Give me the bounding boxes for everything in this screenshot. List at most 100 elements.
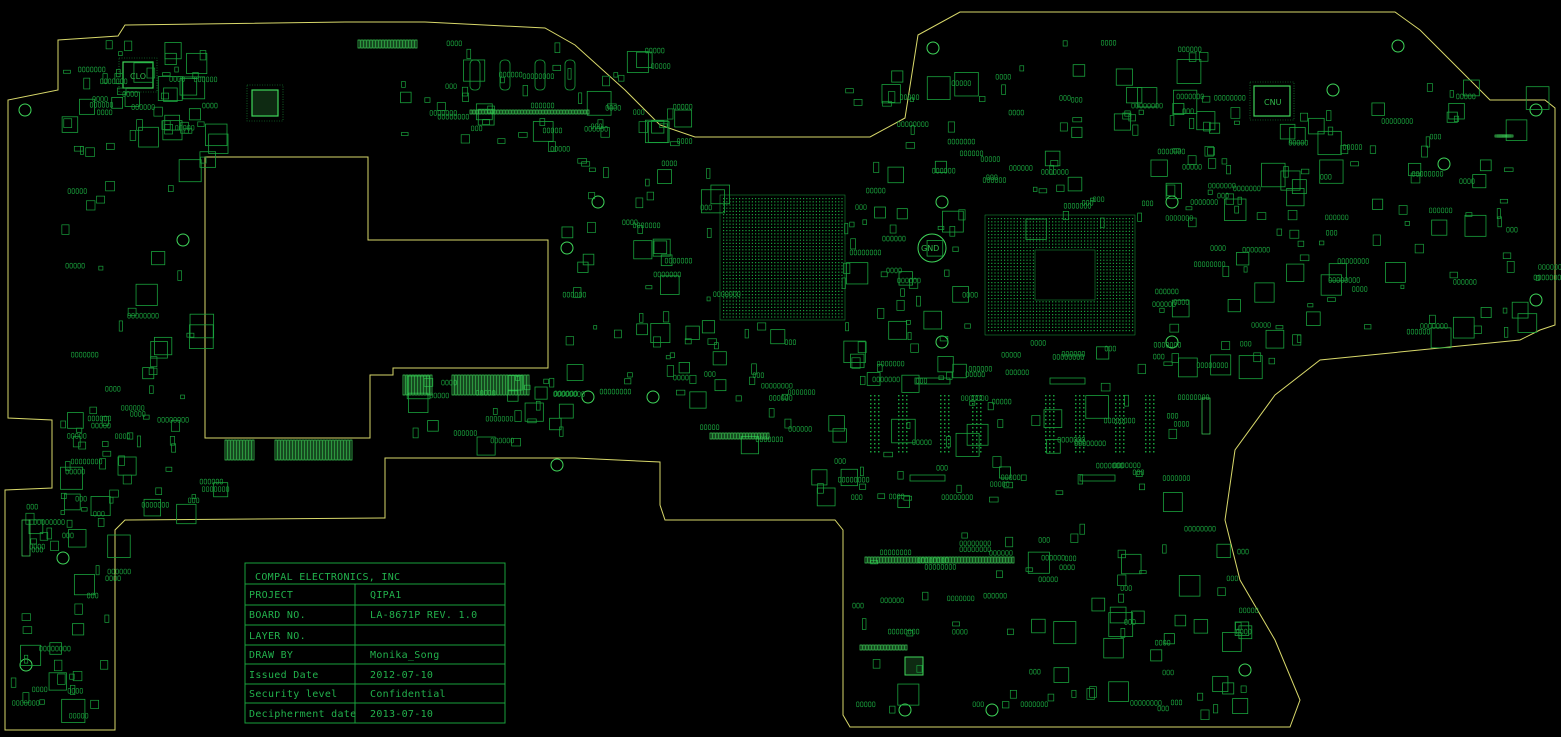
capacitor-row — [1190, 199, 1194, 205]
bga-pad — [1042, 317, 1044, 319]
bga-pad — [1023, 282, 1025, 284]
smd-component — [1072, 117, 1083, 123]
bga-pad — [1106, 227, 1108, 229]
capacitor-row — [959, 138, 963, 145]
mounting-hole — [1437, 157, 1451, 171]
bga-pad — [988, 294, 990, 296]
bga-pad — [1048, 326, 1050, 328]
bga-pad — [790, 284, 792, 286]
bga-pad — [1100, 234, 1102, 236]
bga-pad — [1026, 298, 1028, 300]
bga-pad — [835, 252, 837, 254]
bga-pad — [1007, 310, 1009, 312]
smd-component — [1234, 205, 1240, 214]
capacitor-row — [113, 386, 117, 392]
bga-pad — [1029, 243, 1031, 245]
capacitor-row — [1182, 475, 1186, 481]
bga-pad — [825, 313, 827, 315]
ic-footprint — [1222, 632, 1242, 652]
capacitor-row — [963, 150, 968, 157]
capacitor-row — [1554, 264, 1558, 270]
bga-pad — [783, 297, 785, 299]
bga-pad — [764, 239, 766, 241]
bga-pad — [1000, 307, 1002, 309]
bga-pad — [1007, 221, 1009, 223]
bga-pad — [751, 214, 753, 216]
capacitor-row — [1061, 436, 1065, 443]
bga-pad — [997, 330, 999, 332]
bga-pad — [1058, 323, 1060, 325]
bga-pad — [825, 204, 827, 206]
bga-pad — [828, 249, 830, 251]
bga-pad — [764, 214, 766, 216]
capacitor-row — [1063, 203, 1067, 209]
capacitor-row — [689, 103, 693, 110]
capacitor-row — [771, 436, 775, 443]
bga-pad — [729, 262, 731, 264]
bga-pad — [1007, 304, 1009, 306]
bga-pad — [988, 253, 990, 255]
bga-pad — [991, 323, 993, 325]
capacitor-row — [83, 351, 87, 358]
bga-pad — [1000, 320, 1002, 322]
bga-pad — [1106, 240, 1108, 242]
bga-pad — [1125, 314, 1127, 316]
bga-pad — [726, 236, 728, 238]
smd-component — [1124, 394, 1129, 407]
bga-pad — [1125, 237, 1127, 239]
bga-pad — [774, 220, 776, 222]
bga-pad — [809, 290, 811, 292]
bga-pad — [1106, 234, 1108, 236]
capacitor-row — [1142, 700, 1146, 706]
bga-pad — [774, 287, 776, 289]
bga-pad — [726, 201, 728, 203]
bga-pad — [745, 265, 747, 267]
bga-pad — [841, 217, 843, 219]
capacitor-row — [1013, 369, 1017, 376]
smd-component — [98, 265, 104, 271]
bga-pad — [1106, 307, 1108, 309]
ic-footprint — [1222, 682, 1235, 695]
bga-pad — [828, 201, 830, 203]
bga-pad — [780, 210, 782, 212]
capacitor-row — [141, 502, 145, 508]
bga-pad — [803, 310, 805, 312]
bga-pad — [723, 265, 725, 267]
bga-pad — [1036, 301, 1038, 303]
capacitor-row — [952, 564, 956, 570]
capacitor-row — [967, 80, 971, 86]
bga-pad — [1096, 301, 1098, 303]
bga-pad — [838, 310, 840, 312]
capacitor-row — [681, 374, 685, 381]
bga-pad — [1020, 326, 1022, 328]
bga-pad — [991, 246, 993, 248]
bga-pad — [739, 313, 741, 315]
bga-pad — [771, 226, 773, 228]
bga-pad — [796, 281, 798, 283]
bga-pad — [796, 287, 798, 289]
bga-pad — [777, 210, 779, 212]
capacitor-row — [1424, 323, 1428, 329]
capacitor-row — [1353, 258, 1357, 264]
ic-footprint — [843, 340, 866, 364]
capacitor-row — [1433, 207, 1437, 214]
bga-pad — [1061, 301, 1063, 303]
capacitor-row — [1267, 322, 1271, 328]
smd-component — [1369, 145, 1377, 154]
bga-pad — [1077, 234, 1079, 236]
bga-pad — [726, 287, 728, 289]
capacitor-row — [67, 188, 71, 194]
bga-pad — [1112, 234, 1114, 236]
capacitor-row — [1009, 352, 1013, 358]
bga-pad — [735, 284, 737, 286]
smd-component — [939, 336, 949, 342]
capacitor-row — [999, 592, 1003, 599]
pad — [874, 403, 876, 405]
bga-pad — [815, 294, 817, 296]
bga-pad — [723, 207, 725, 209]
bga-pad — [988, 256, 990, 258]
bga-pad — [732, 233, 734, 235]
bga-pad — [1023, 285, 1025, 287]
bga-pad — [988, 272, 990, 274]
